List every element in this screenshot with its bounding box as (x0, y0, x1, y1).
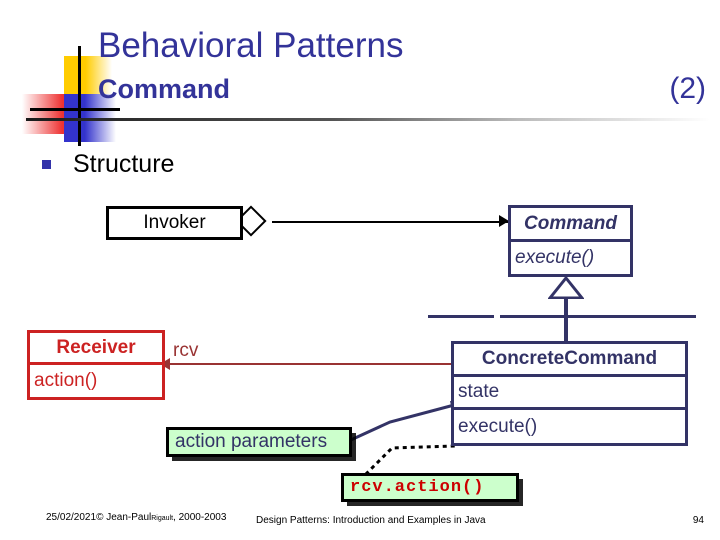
logo-cross-horizontal (30, 108, 120, 111)
receiver-operation: action() (34, 370, 98, 391)
separator-line-right (500, 315, 696, 318)
class-box-invoker[interactable]: Invoker (106, 206, 243, 240)
separator-line-left (428, 315, 494, 318)
association-arrowhead-command (499, 215, 509, 227)
footer-page-number: 94 (692, 515, 704, 526)
association-role-label: rcv (173, 340, 199, 361)
association-arrowhead-receiver (160, 358, 170, 370)
invoker-class-name: Invoker (143, 212, 206, 233)
concrete-command-class-name: ConcreteCommand (454, 344, 685, 377)
concrete-command-attribute: state (454, 377, 685, 410)
slide-subtitle: Command (98, 74, 231, 104)
concrete-command-operation: execute() (458, 415, 538, 437)
note-rcv-action[interactable]: rcv.action() (341, 473, 519, 502)
bullet-structure: Structure (42, 150, 174, 179)
footer-book-title: Design Patterns: Introduction and Exampl… (256, 515, 486, 526)
logo-cross-vertical (78, 46, 81, 146)
slide-title-number: (2) (669, 72, 706, 105)
class-box-concrete-command[interactable]: ConcreteCommand state execute() (451, 341, 688, 446)
slide-title: Behavioral Patterns (98, 26, 404, 65)
association-line-invoker-command (272, 221, 508, 223)
title-divider (26, 118, 710, 121)
footer-copyright-holder: © Jean-Paul (96, 512, 152, 523)
class-box-receiver[interactable]: Receiver action() (27, 330, 165, 400)
generalization-stem (564, 297, 568, 341)
note-action-parameters[interactable]: action parameters (166, 427, 352, 457)
receiver-class-name: Receiver (30, 333, 162, 365)
footer-author-surname: Rigault (151, 515, 174, 522)
class-box-command[interactable]: Command execute() (508, 205, 633, 277)
bullet-label: Structure (73, 150, 175, 178)
command-class-name: Command (511, 208, 630, 242)
footer-date: 25/02/2021 (46, 512, 97, 523)
command-operation: execute() (515, 247, 595, 268)
square-bullet-icon (42, 160, 51, 169)
footer-years: , 2000-2003 (173, 512, 227, 523)
generalization-triangle-icon (548, 277, 584, 299)
logo-yellow-square (64, 56, 112, 100)
association-line-concrete-receiver (166, 363, 454, 365)
